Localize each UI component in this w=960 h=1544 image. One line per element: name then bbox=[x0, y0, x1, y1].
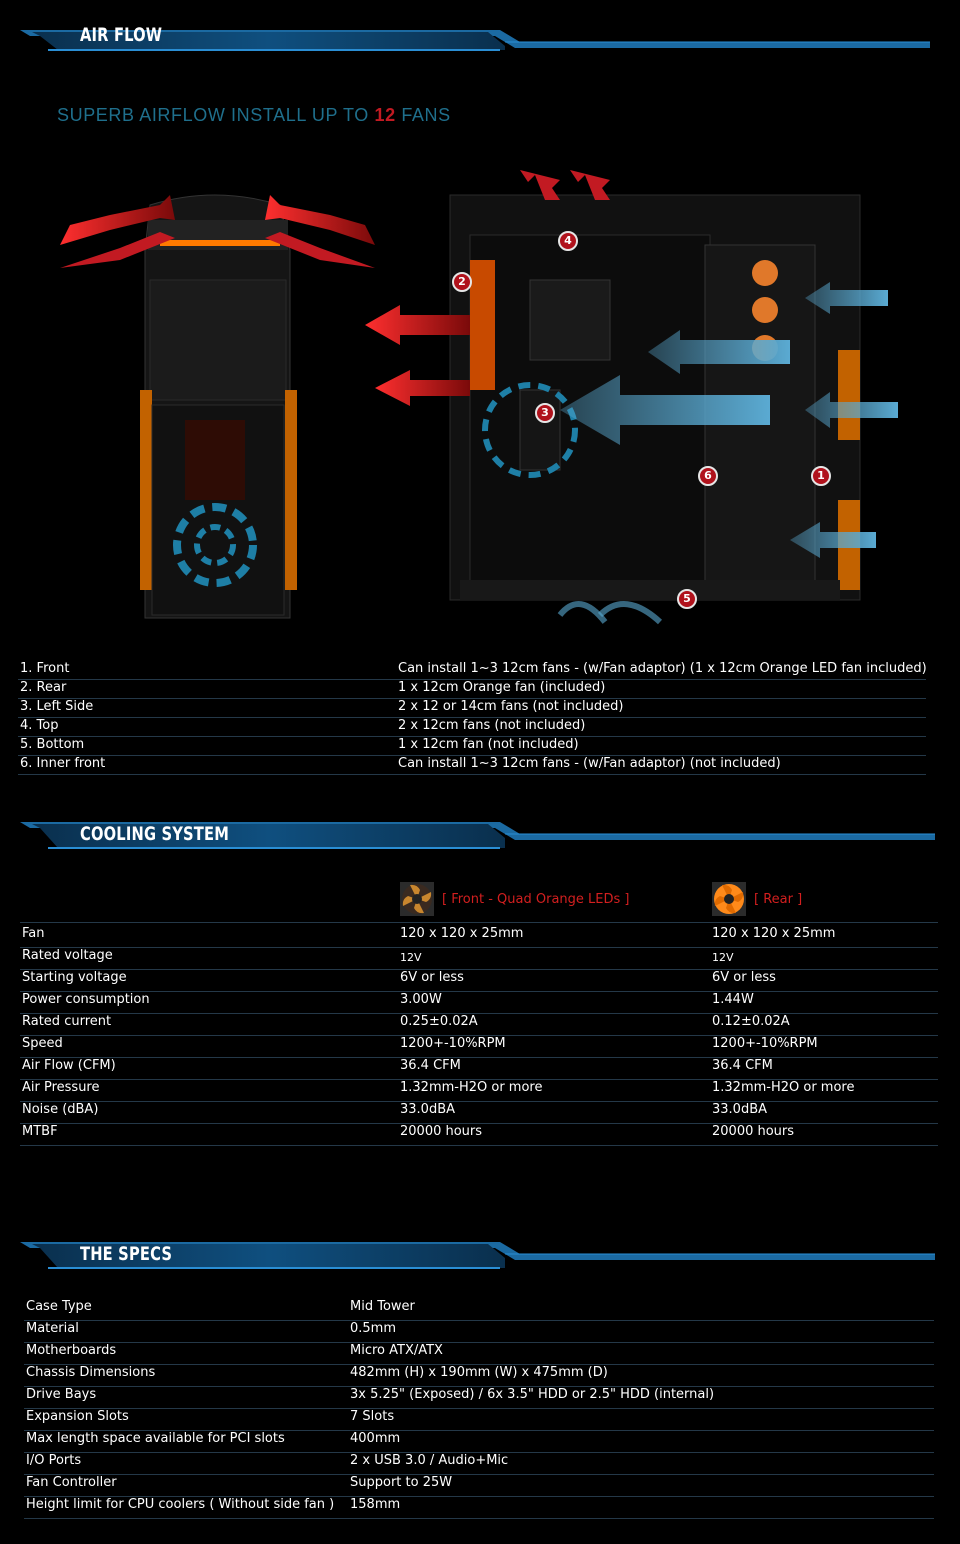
rear-fan-icon bbox=[712, 882, 746, 916]
badge-6: 6 bbox=[698, 466, 718, 486]
cooling-table: [ Front - Quad Orange LEDs ] [ Rear ] bbox=[20, 880, 938, 923]
airflow-banner: AIR FLOW bbox=[0, 12, 960, 62]
front-fan-header: [ Front - Quad Orange LEDs ] bbox=[442, 892, 630, 907]
airflow-tagline: SUPERB AIRFLOW INSTALL UP TO 12 FANS bbox=[57, 105, 451, 125]
case-front-view bbox=[140, 194, 297, 619]
cooling-header-row: [ Front - Quad Orange LEDs ] [ Rear ] bbox=[20, 880, 938, 923]
rear-fan-header: [ Rear ] bbox=[754, 892, 803, 907]
table-row: Max length space available for PCI slots… bbox=[24, 1431, 934, 1453]
badge-3: 3 bbox=[535, 403, 555, 423]
cooling-banner: COOLING SYSTEM bbox=[0, 808, 960, 858]
airflow-diagram: 1 2 3 4 5 6 bbox=[0, 160, 960, 630]
cooling-title: COOLING SYSTEM bbox=[80, 823, 230, 845]
badge-4: 4 bbox=[558, 231, 578, 251]
badge-2: 2 bbox=[452, 272, 472, 292]
badge-1: 1 bbox=[811, 466, 831, 486]
specs-banner: THE SPECS bbox=[0, 1228, 960, 1278]
badge-5: 5 bbox=[677, 589, 697, 609]
table-row: Height limit for CPU coolers ( Without s… bbox=[24, 1497, 934, 1519]
specs-title: THE SPECS bbox=[80, 1243, 173, 1265]
airflow-title: AIR FLOW bbox=[80, 24, 163, 46]
front-fan-icon bbox=[400, 882, 434, 916]
